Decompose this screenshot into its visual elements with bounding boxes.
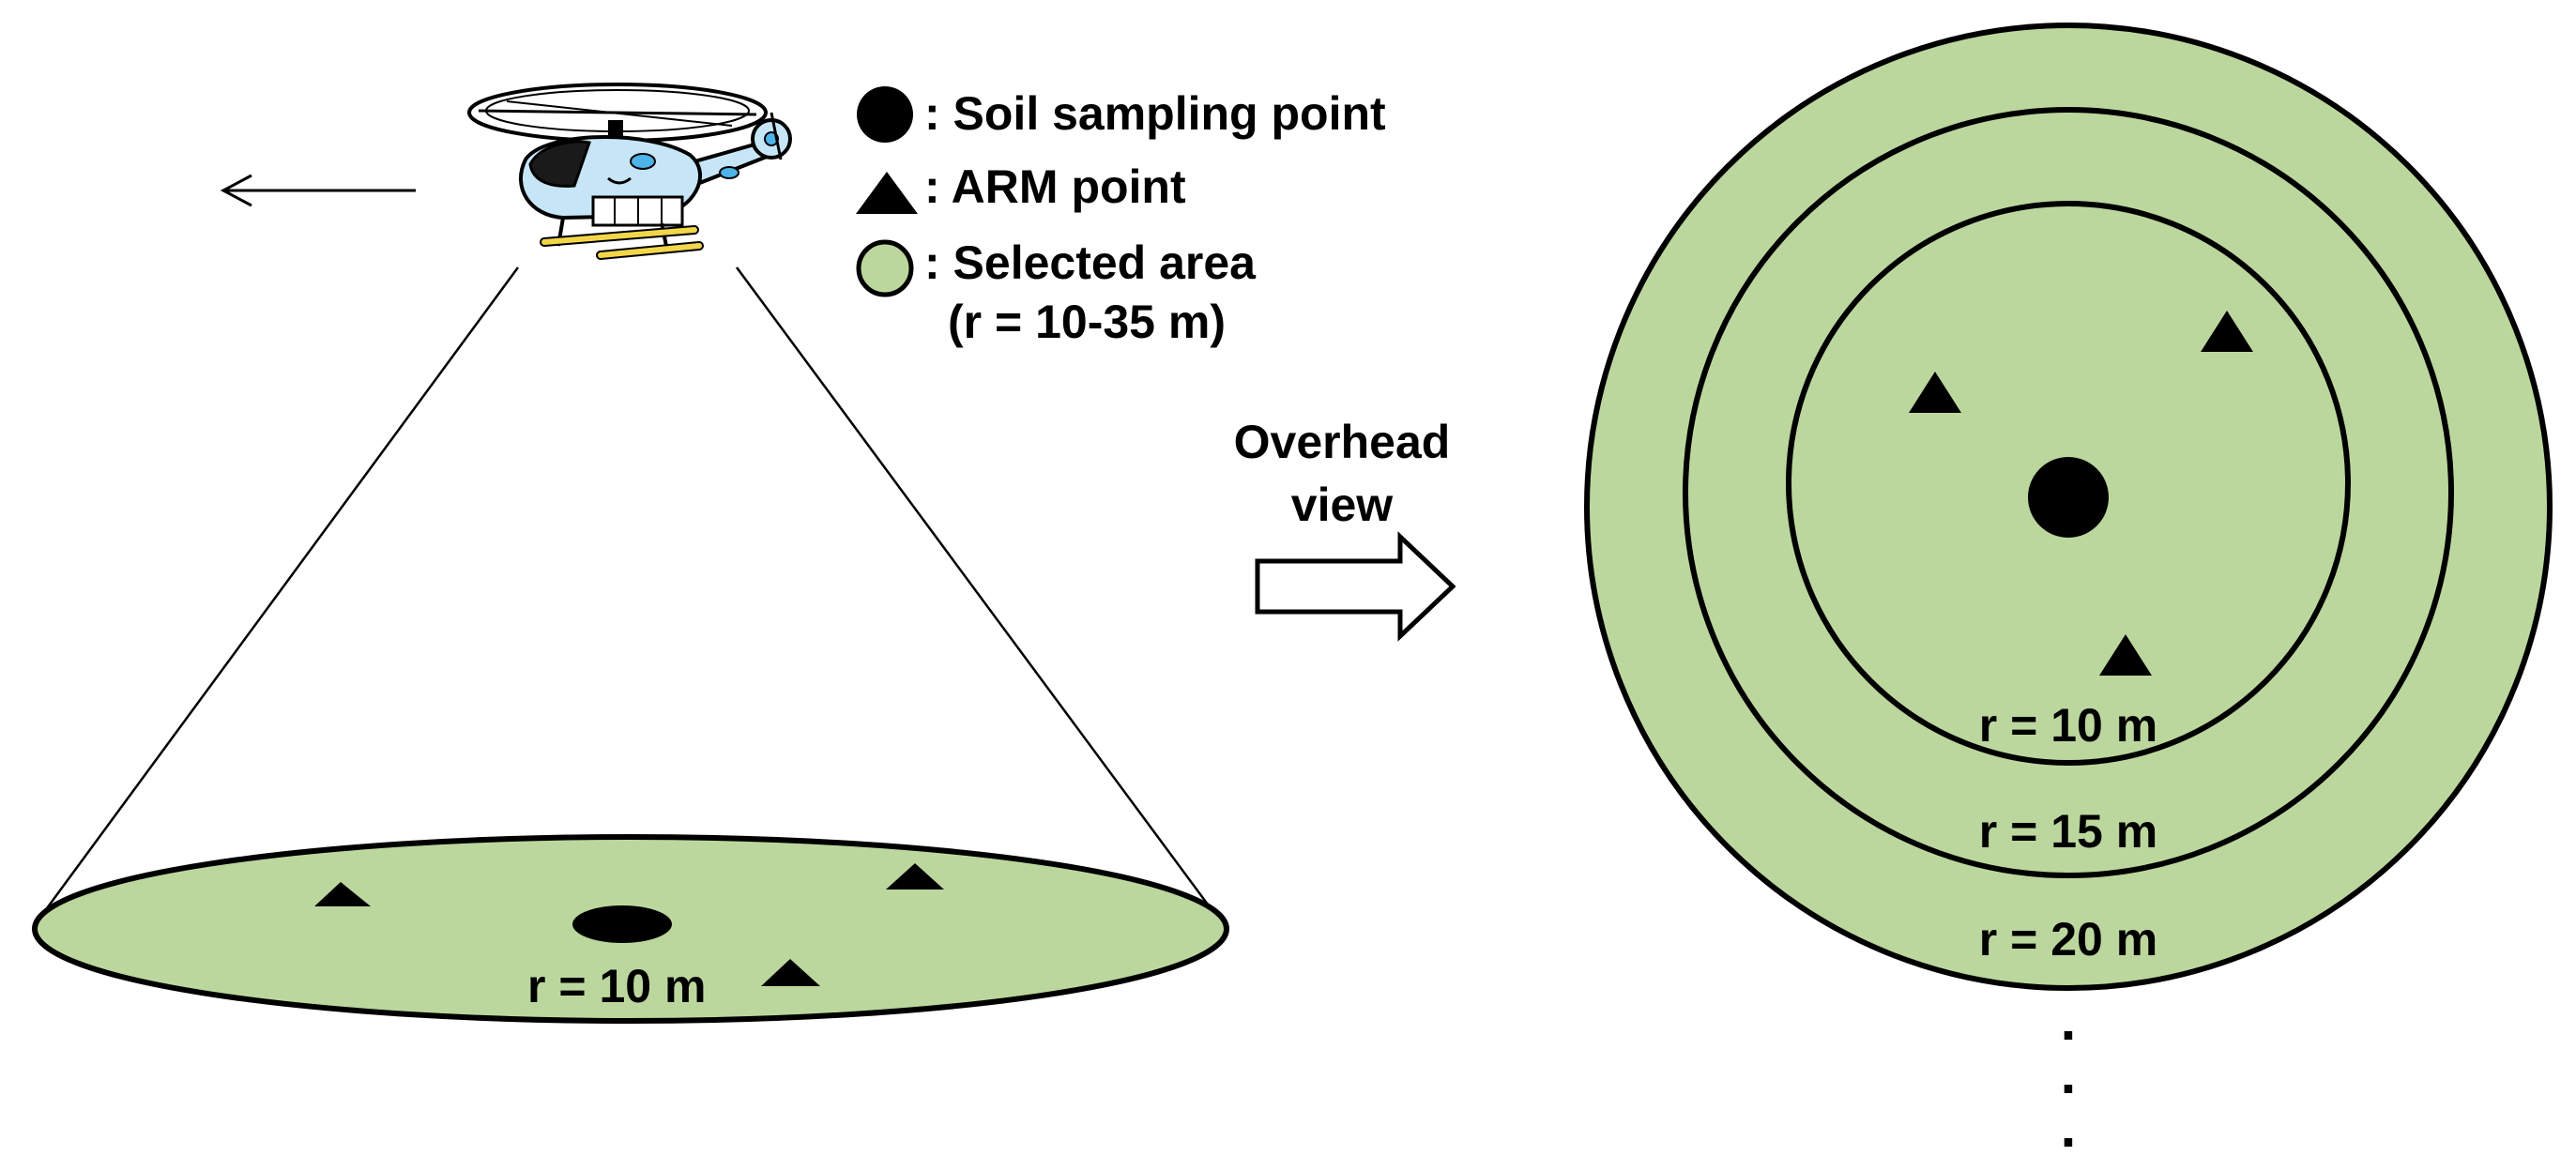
cone-left-line — [45, 266, 520, 909]
transition-text-line2: view — [1291, 479, 1394, 531]
legend-area-range: (r = 10-35 m) — [948, 296, 1226, 348]
overhead-ring-label-20m: r = 20 m — [1979, 913, 2157, 966]
legend-area-label: : Selected area — [924, 236, 1257, 289]
transition-text-line1: Overhead — [1234, 416, 1451, 468]
legend-area-symbol — [856, 239, 914, 297]
legend: : Soil sampling point : ARM point : Sele… — [856, 86, 1386, 348]
overhead-view: r = 10 m r = 15 m r = 20 m . . . — [1584, 23, 2553, 1159]
overhead-ring-label-15m: r = 15 m — [1979, 805, 2157, 858]
side-radius-label: r = 10 m — [527, 960, 706, 1012]
side-arm-point-bottom — [761, 959, 820, 986]
direction-arrow-icon — [220, 174, 416, 207]
overhead-ring-label-10m: r = 10 m — [1979, 699, 2157, 752]
overhead-arm-point-bottom — [2099, 634, 2152, 676]
transition: Overhead view — [1234, 416, 1456, 642]
side-view: r = 10 m — [32, 83, 1229, 1024]
side-soil-point — [572, 905, 672, 943]
legend-soil-symbol — [857, 86, 913, 143]
legend-arm-label: : ARM point — [924, 160, 1186, 213]
legend-soil-label: : Soil sampling point — [924, 87, 1386, 140]
continuation-dot-3: . — [2061, 1096, 2077, 1159]
side-arm-point-left — [314, 882, 371, 906]
helicopter-icon — [467, 83, 792, 260]
continuation-dot-2: . — [2061, 1042, 2077, 1105]
block-arrow-icon — [1255, 531, 1456, 642]
overhead-arm-point-right — [2201, 311, 2253, 352]
continuation-dot-1: . — [2061, 989, 2077, 1052]
overhead-soil-point — [2028, 457, 2109, 538]
overhead-arm-point-left — [1909, 372, 1961, 413]
legend-arm-symbol — [856, 172, 918, 214]
cone-right-line — [735, 266, 1212, 909]
side-arm-point-right — [886, 863, 944, 890]
